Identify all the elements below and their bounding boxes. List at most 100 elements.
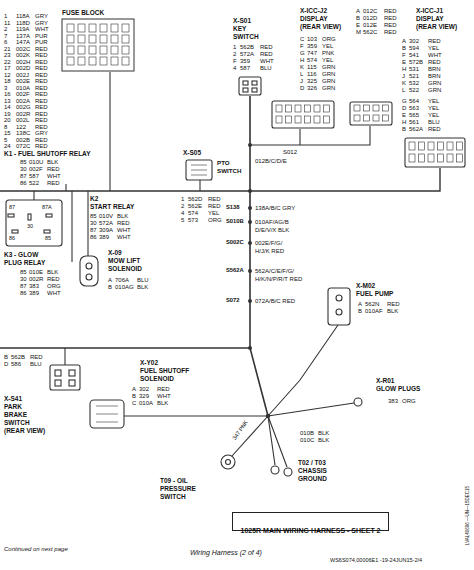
circuit-list: 002E/F/G/ (255, 240, 282, 246)
pin-cavity (100, 35, 107, 43)
component-name: X-S05 (183, 150, 201, 157)
fuse-table-cell: 8 (4, 124, 7, 130)
pin-table-cell: 562B (11, 354, 25, 360)
pin-table-cell: BLK (47, 269, 58, 275)
pin-cavity (314, 116, 320, 123)
fuse-table-cell: RED (35, 78, 48, 84)
fuse-table-cell: 010A (16, 85, 30, 91)
component-name: SWITCH (160, 494, 186, 501)
pin-table-cell: RED (208, 203, 221, 209)
pin-table-cell: RED (384, 22, 397, 28)
component-name: SOLENOID (140, 376, 174, 383)
fuse-table-cell: 002L (16, 117, 29, 123)
fuse-table-cell: 1 (4, 13, 7, 19)
pin-table-cell: B (358, 308, 362, 314)
fuse-table-cell: 147A (16, 39, 30, 45)
pin-table-cell: WHT (117, 234, 131, 240)
pin-table-cell: BLU (30, 361, 42, 367)
pin-table-cell: 2 (233, 51, 236, 57)
pin-table-cell: YEL (428, 45, 439, 51)
pin-table-cell: RED (260, 44, 273, 50)
pin-table-cell: RED (208, 196, 221, 202)
pin-cavity (67, 46, 74, 54)
footer-caption: Wiring Harness (2 of 4) (190, 549, 262, 556)
pin-cavity (111, 24, 118, 32)
pin-cavity (111, 35, 118, 43)
fuse-table-cell: 002B (16, 137, 30, 143)
pin-cavity (100, 24, 107, 32)
pin-table-cell: WHT (428, 52, 442, 58)
pin-table-cell: B (4, 354, 8, 360)
pin-table-cell: 522 (29, 180, 39, 186)
pin-table-cell: 326 (307, 85, 317, 91)
pin-table-cell: C (132, 400, 136, 406)
pin-table-cell: WHT (47, 290, 61, 296)
fuse-table-cell: PUR (35, 33, 48, 39)
fuse-table-cell: RED (35, 59, 48, 65)
component-name: X-M02 (356, 283, 375, 290)
pin-table-cell: 587 (240, 65, 250, 71)
component-name: X-R01 (376, 378, 394, 385)
pin-table-cell: RED (47, 180, 60, 186)
pin-table-cell: BLK (387, 308, 398, 314)
pin-table-cell: YEL (322, 57, 333, 63)
pin-table-cell: 747 (307, 50, 317, 56)
pin-table-cell: PNK (322, 50, 334, 56)
fuse-table-cell: 118A (16, 13, 30, 19)
splice-name: S072 (226, 298, 240, 304)
pin-cavity (428, 142, 434, 150)
pin-table-cell: L (300, 71, 303, 77)
pin-table-cell: 012E (363, 22, 377, 28)
fuse-table-cell: 5 (4, 137, 7, 143)
pin-cavity (438, 154, 444, 162)
fuse-table-cell: RED (35, 98, 48, 104)
pin-table-cell: 30 (20, 166, 27, 172)
component-name: SWITCH (4, 420, 30, 427)
fuse-table-cell: 002E (16, 78, 30, 84)
component-name: X-ICC-J1 (416, 8, 443, 15)
component-name: X-S41 (4, 396, 22, 403)
component-name: SWITCH (233, 34, 259, 41)
pin-cavity (286, 105, 292, 112)
circuit-list: 072A/B/C RED (255, 298, 295, 304)
fuse-table-cell: 11 (4, 20, 10, 26)
pin-table-cell: 115 (307, 64, 317, 70)
component-name: (REAR VIEW) (416, 24, 457, 31)
pin-table-cell: 103 (307, 36, 317, 42)
component-name: FUEL PUMP (356, 291, 393, 298)
pin-table-cell: 572A (99, 220, 113, 226)
pin-cavity (457, 154, 463, 162)
pin-table-cell: 562B (240, 44, 254, 50)
pin-table-cell: G (300, 50, 305, 56)
pin-table-cell: H (402, 66, 406, 72)
pin-cavity (364, 115, 370, 121)
pin-table-cell: RED (47, 276, 60, 282)
component-name: PTO (217, 160, 230, 166)
pin-cavity (276, 116, 282, 123)
pin-table-cell: 561 (409, 119, 419, 125)
fuse-table-cell: 24 (4, 143, 11, 149)
pin-table-cell: 002F (29, 166, 43, 172)
pin-table-cell: B (402, 45, 406, 51)
pin-table-cell: 86 (20, 290, 27, 296)
pin-table-cell: J (300, 78, 303, 84)
pin-table-cell: 521 (409, 73, 419, 79)
pin-table-cell: K (300, 64, 304, 70)
pin-cavity (438, 142, 444, 150)
pin-cavity (67, 24, 74, 32)
fuse-table-cell: GRY (35, 20, 48, 26)
pin-table-cell: 359 (240, 58, 250, 64)
pin-table-cell: 010V (99, 213, 113, 219)
wire-label: 383 (388, 398, 398, 404)
fuse-table-cell: RED (35, 124, 48, 130)
pin-cavity (324, 116, 330, 123)
fuse-table-cell: 16 (4, 91, 11, 97)
fuse-table-cell: WHT (35, 26, 49, 32)
pin-table-cell: BRN (428, 66, 441, 72)
fuse-table-cell: RED (35, 111, 48, 117)
pin-table-cell: 302 (409, 38, 419, 44)
fuse-table-cell: 122 (16, 124, 26, 130)
pin-table-cell: YEL (428, 98, 439, 104)
pin-table-cell: GRN (322, 71, 335, 77)
pin-cavity (295, 105, 301, 112)
